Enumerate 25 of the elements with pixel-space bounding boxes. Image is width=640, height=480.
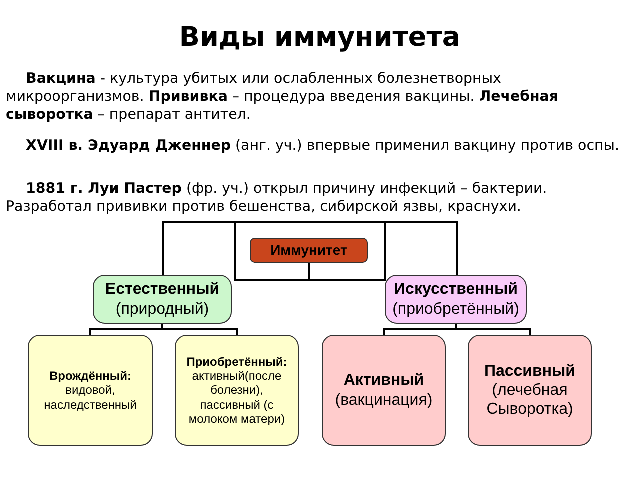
- paragraph: XVIII в. Эдуард Дженнер (анг. уч.) впервые применил вакцину против оспы.: [25, 137, 620, 155]
- box-text: (природный): [114, 300, 210, 319]
- category-box: [468, 335, 592, 446]
- box-heading: Приобретённый:: [186, 354, 288, 369]
- box-text: видовой, наследственный: [43, 383, 138, 412]
- title: Виды иммунитета: [178, 22, 462, 53]
- box-text: (вакцинация): [334, 390, 434, 410]
- box-text: (лечебная Сыворотка): [486, 380, 574, 420]
- paragraph: Вакцина - культура убитых или ослабленных болезнетворных микроорганизмов. Прививка – процедура введения вакцины. Лечебная сыворотка – препарат антител.: [6, 70, 560, 124]
- box-heading: Активный: [342, 371, 426, 390]
- box-text: активный(после болезни), пассивный (с молоком матери): [188, 368, 286, 426]
- box-heading: Искусственный: [393, 280, 519, 300]
- category-box: [175, 335, 299, 446]
- box-heading: Естественный: [104, 280, 221, 300]
- category-box: [93, 275, 232, 324]
- paragraph: 1881 г. Луи Пастер (фр. уч.) открыл причину инфекций – бактерии. Разработал прививки против бешенства, сибирской язвы, краснухи.: [6, 180, 548, 216]
- category-box: [250, 238, 368, 263]
- category-box: [322, 335, 446, 446]
- connector-line: [162, 221, 310, 281]
- box-heading: Иммунитет: [270, 242, 348, 259]
- category-box: [385, 275, 527, 324]
- category-box: [28, 335, 153, 446]
- box-text: (приобретённый): [392, 300, 520, 319]
- box-heading: Врождённый:: [48, 368, 133, 384]
- box-heading: Пассивный: [483, 362, 577, 381]
